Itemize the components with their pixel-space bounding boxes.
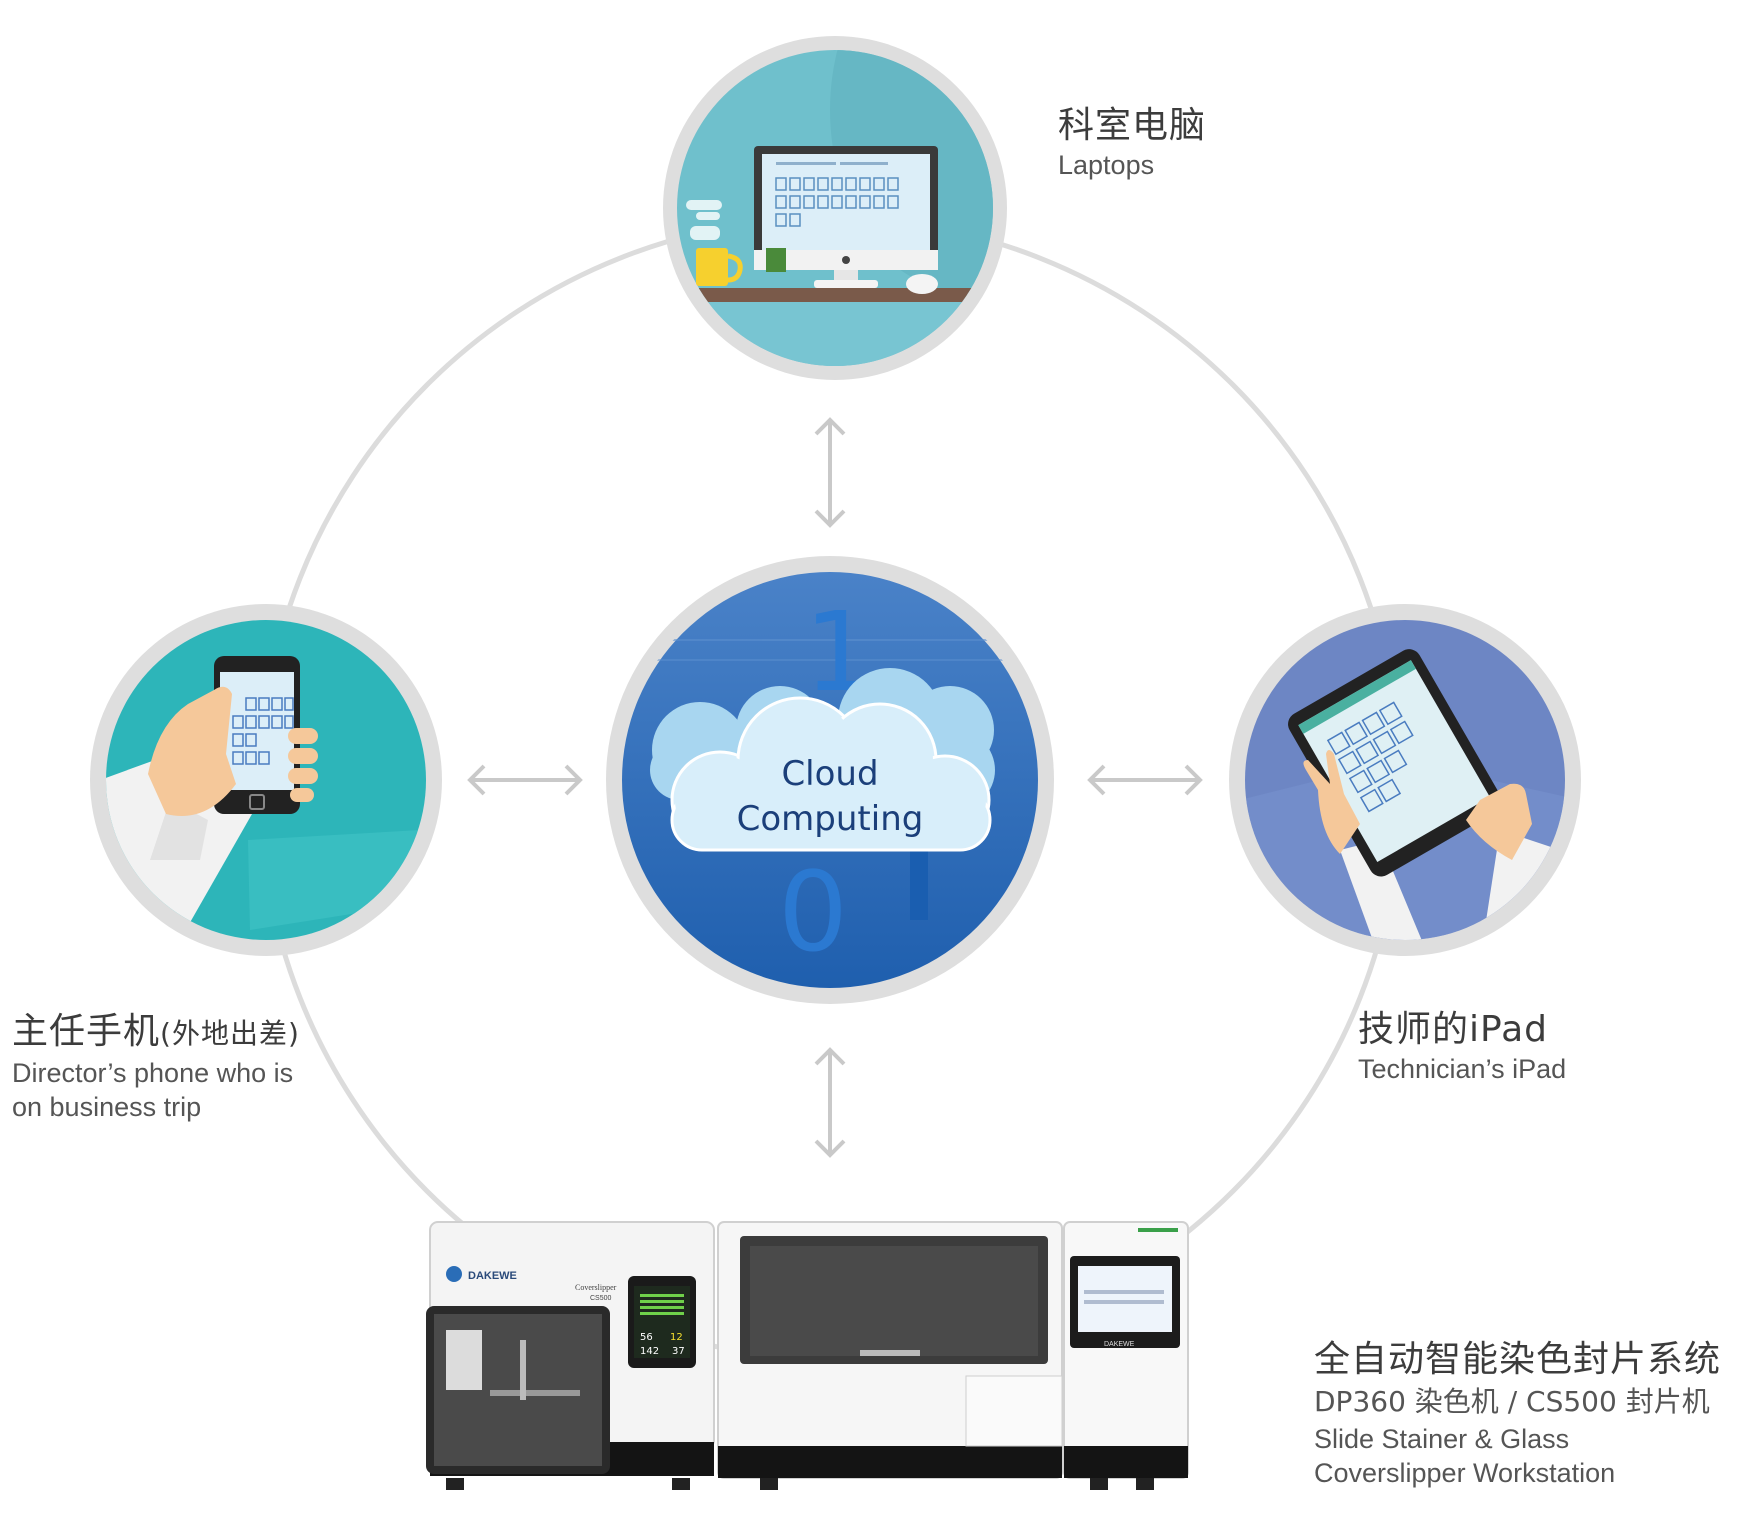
machine-model-code: CS500 [590,1295,612,1302]
workstation-models: DP360 染色机 / CS500 封片机 [1314,1385,1710,1418]
ipad-title-zh: 技师的iPad [1358,1009,1549,1050]
ipad-node [1229,604,1581,956]
machine-brand-right: DAKEWE [1104,1341,1135,1348]
arrow-bottom [814,1047,846,1158]
director-title-zh: 主任手机 [12,1011,161,1052]
hand-icon [148,686,318,816]
arrow-right [1087,764,1203,796]
screen-value: 12 [670,1332,683,1343]
workstation-label: 全自动智能染色封片系统 DP360 染色机 / CS500 封片机 Slide … [1314,1338,1721,1490]
ipad-title-en: Technician’s iPad [1358,1054,1567,1084]
cloud-node: 1 0 [606,556,1054,1004]
pot-icon [766,248,786,272]
phone-icon [214,656,300,814]
arrow-left [467,764,583,796]
screen-bar [1084,1290,1164,1294]
hands-icon [1303,750,1532,860]
binary-digit-bar [910,840,928,920]
monitor-icon [754,146,938,288]
workstation-title-zh: 全自动智能染色封片系统 [1314,1339,1722,1380]
cloud-icon [650,668,995,852]
cloud-label-line2: Computing [737,799,924,839]
workstation-machine: 56 12 142 37 DAKEWE Coverslipper CS500 D… [426,1221,1189,1490]
binary-digit: 0 [778,848,848,976]
laptop-label: 科室电脑 Laptops [1058,104,1206,182]
director-title-note: (外地出差) [160,1017,300,1050]
director-title-zh-row: 主任手机(外地出差) [12,1010,300,1056]
director-title-en-line2: on business trip [12,1092,202,1122]
screen-bar [1084,1300,1164,1304]
workstation-title-en-line2: Coverslipper Workstation [1314,1458,1616,1488]
coffee-mug-icon [686,200,743,286]
machine-model-label: Coverslipper [575,1283,617,1292]
director-title-en-line1: Director’s phone who is [12,1058,294,1088]
screen-value: 56 [640,1332,653,1343]
screen-value: 37 [672,1346,685,1357]
laptop-title-en: Laptops [1058,150,1155,180]
arrow-top [814,417,846,528]
laptop-node [663,36,1007,380]
machine-feet [446,1478,1154,1490]
phone-node [90,604,442,956]
cloud-label-line1: Cloud [781,754,878,794]
screen-value: 142 [640,1346,659,1357]
brand-logo-icon [446,1266,462,1282]
director-label: 主任手机(外地出差) Director’s phone who is on bu… [12,1010,300,1124]
machine-brand: DAKEWE [468,1270,517,1282]
ipad-label: 技师的iPad Technician’s iPad [1358,1008,1566,1086]
mouse-icon [906,274,938,294]
workstation-title-en-line1: Slide Stainer & Glass [1314,1424,1570,1454]
laptop-title-zh: 科室电脑 [1058,105,1207,146]
